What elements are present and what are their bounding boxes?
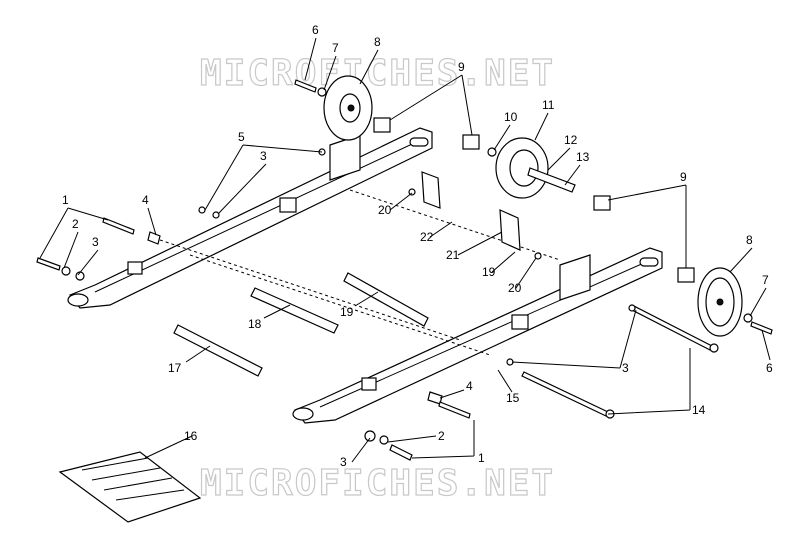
bracket-22	[421, 171, 441, 209]
callout-12: 12	[564, 133, 578, 147]
callout-7-top: 7	[332, 41, 339, 55]
watermark-top: MICROFICHES.NET	[200, 53, 555, 94]
callout-2-left: 2	[72, 217, 79, 231]
callout-9-right: 9	[680, 170, 687, 184]
callout-5: 5	[238, 130, 245, 144]
callout-1-bottom: 1	[478, 451, 485, 465]
leader-lines	[39, 37, 771, 463]
callout-19-b: 19	[340, 305, 354, 319]
callout-9-top: 9	[458, 60, 465, 74]
spacer-block-9a	[373, 117, 391, 133]
cross-shaft-lines	[159, 189, 561, 356]
tube-17	[173, 324, 263, 377]
callout-1-left: 1	[62, 193, 69, 207]
tube-19	[343, 272, 429, 327]
callout-3-b: 3	[92, 235, 99, 249]
callout-22: 22	[420, 230, 434, 244]
callout-4-left: 4	[142, 193, 149, 207]
left-rail	[67, 127, 433, 309]
callout-6-top: 6	[312, 23, 319, 37]
idler-wheel-8-top	[323, 75, 373, 141]
idler-wheel-8-right	[697, 267, 743, 337]
callout-6-right: 6	[766, 361, 773, 375]
callout-11: 11	[542, 98, 555, 112]
callout-13: 13	[576, 150, 590, 164]
callout-10: 10	[504, 110, 518, 124]
callout-3-c: 3	[622, 361, 629, 375]
callout-18: 18	[248, 317, 262, 331]
callout-2-bottom: 2	[438, 429, 445, 443]
skid-plate-16	[58, 451, 202, 523]
long-bolt-14-bottom	[521, 371, 615, 419]
callout-21: 21	[446, 248, 460, 262]
callout-4-bottom: 4	[466, 379, 473, 393]
spacer-block-9c	[593, 195, 611, 211]
bracket-21	[499, 209, 521, 251]
right-rail	[292, 247, 663, 424]
callout-8-top: 8	[374, 35, 381, 49]
callout-20-a: 20	[378, 203, 392, 217]
callout-3-d: 3	[340, 455, 347, 469]
callout-15: 15	[506, 391, 520, 405]
callout-19-a: 19	[482, 265, 496, 279]
watermark-bottom: MICROFICHES.NET	[200, 463, 555, 504]
callout-17: 17	[168, 361, 182, 375]
callout-labels: 6 7 8 9 10 11 12 13 5 3 9 1 4 2 3 20 22 …	[62, 23, 773, 469]
spacer-block-9b	[462, 134, 480, 150]
callout-20-b: 20	[508, 281, 522, 295]
callout-14: 14	[692, 403, 706, 417]
callout-8-right: 8	[746, 233, 753, 247]
callout-3-a: 3	[260, 149, 267, 163]
callout-7-right: 7	[762, 273, 769, 287]
callout-16: 16	[184, 429, 198, 443]
idler-wheel-11	[495, 137, 576, 199]
spacer-block-9d	[677, 267, 695, 283]
tube-18	[250, 287, 339, 334]
